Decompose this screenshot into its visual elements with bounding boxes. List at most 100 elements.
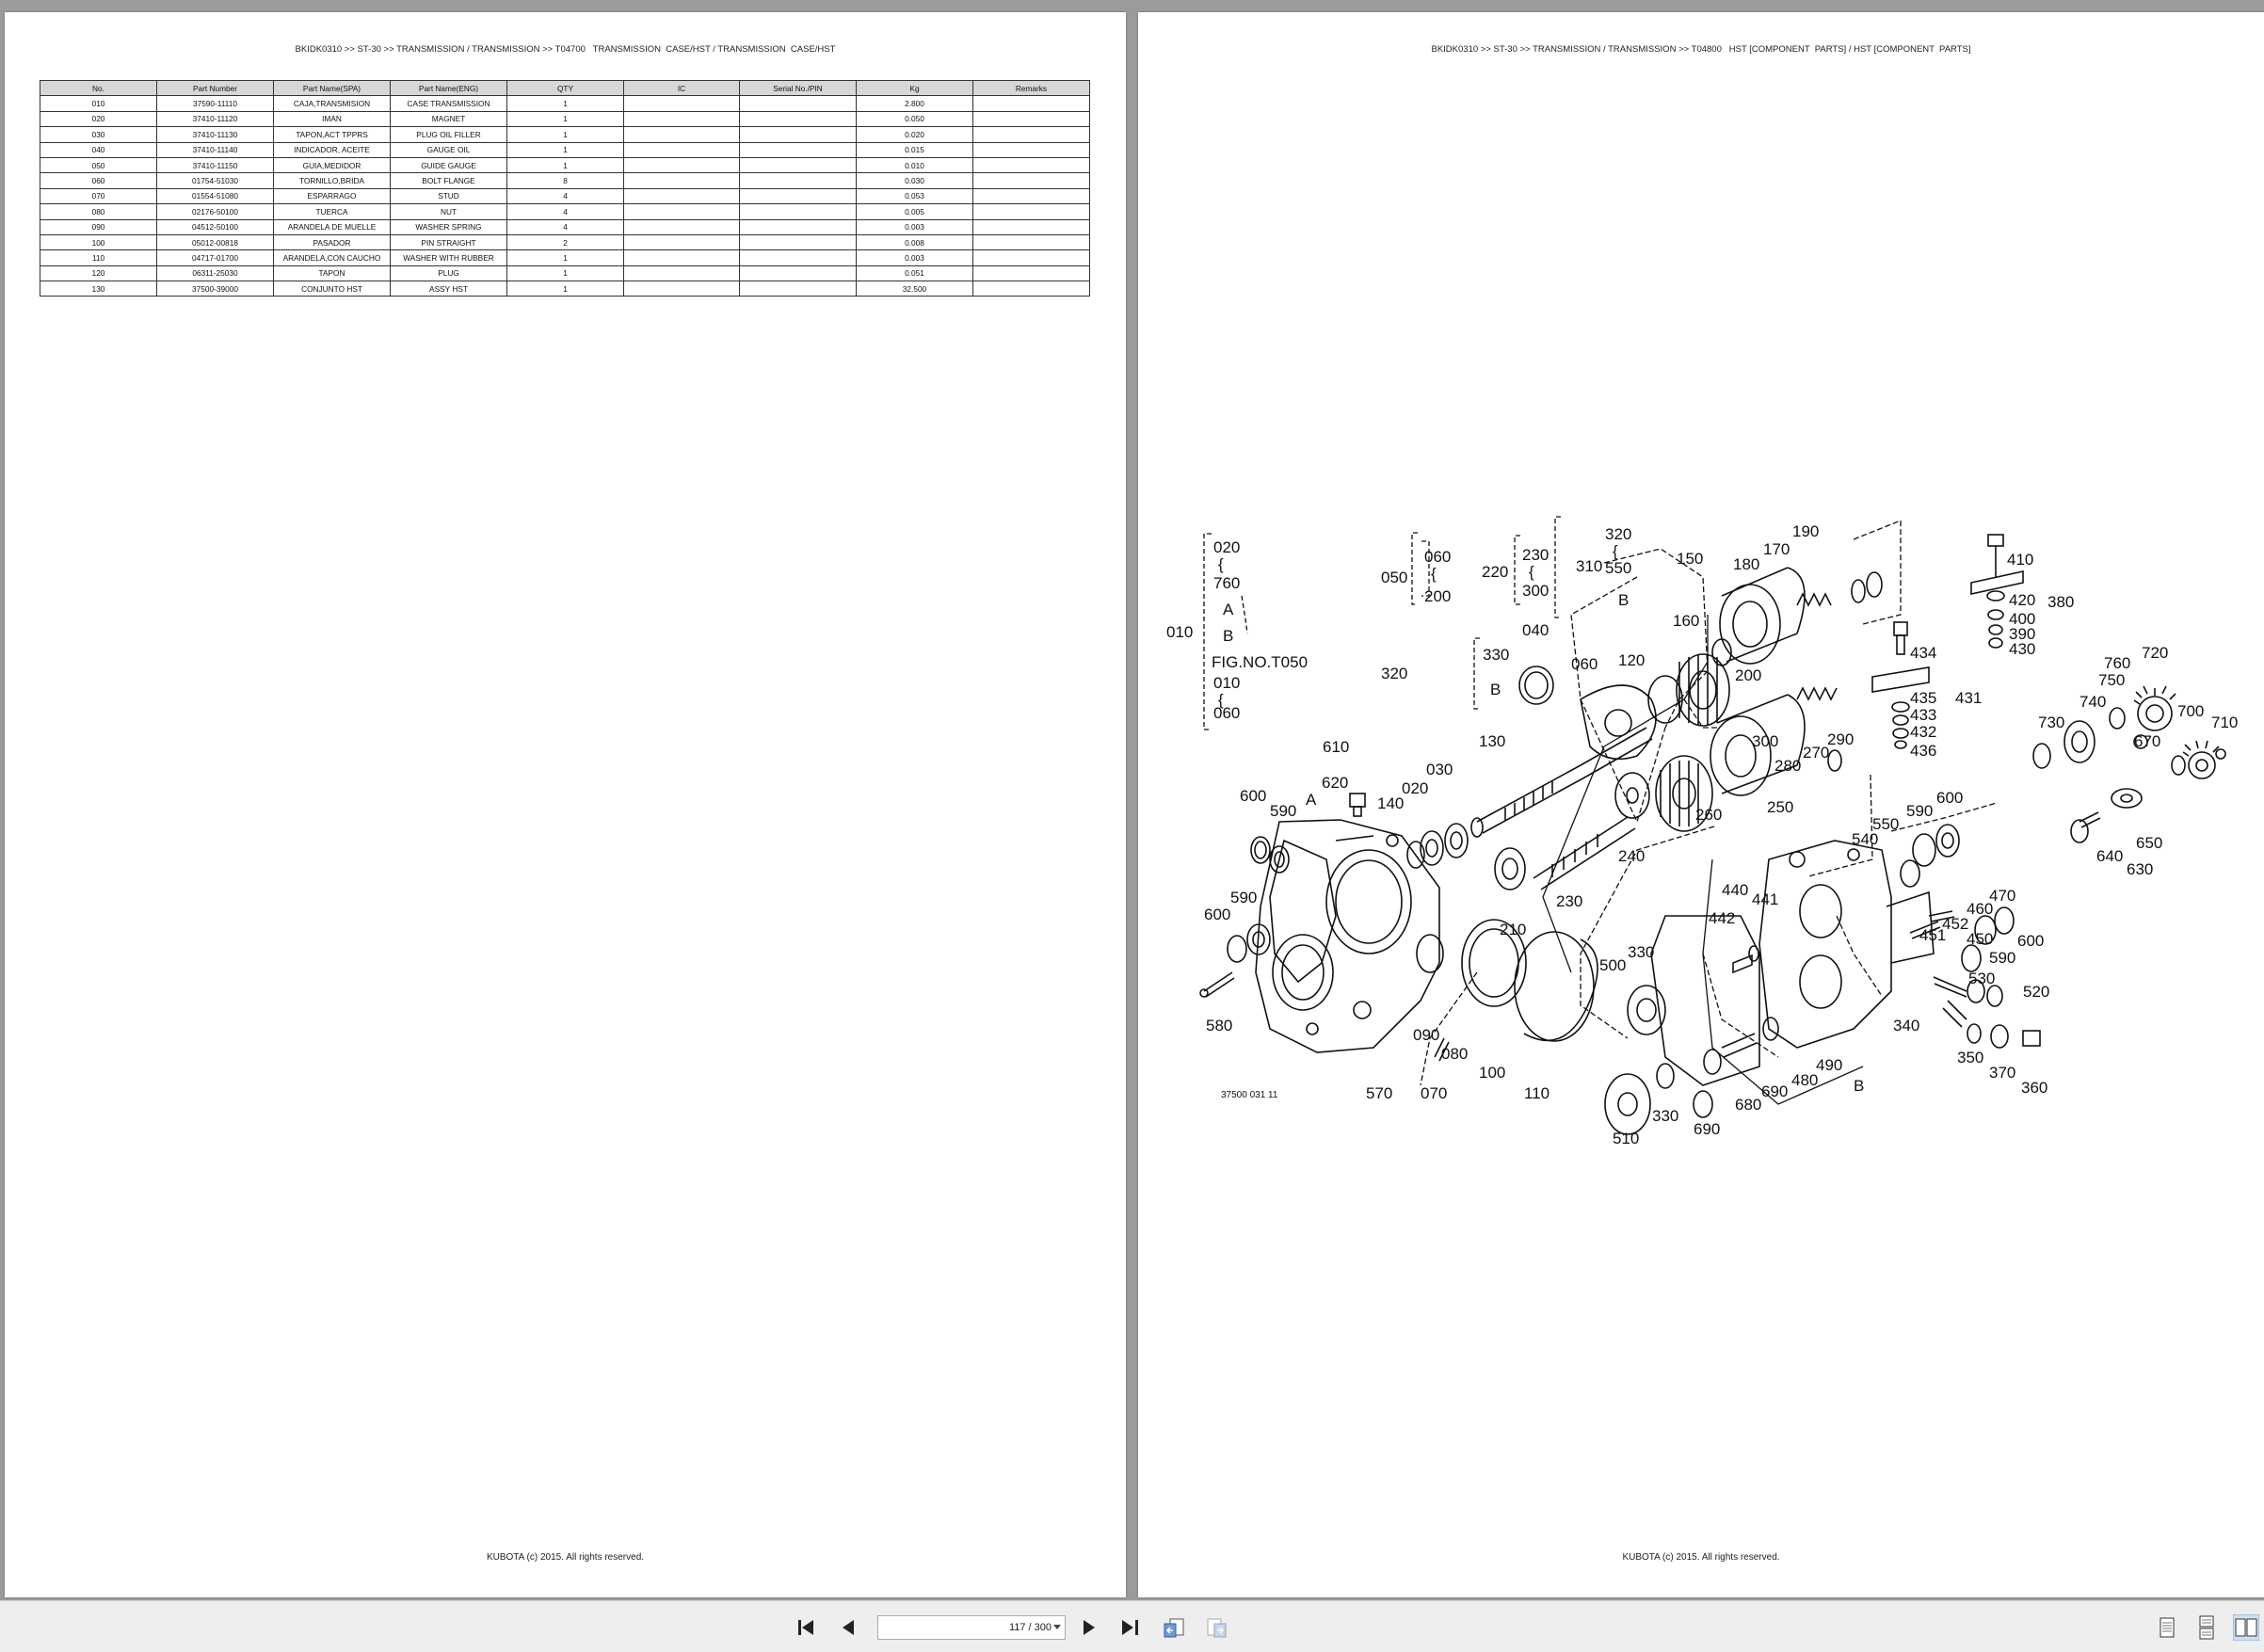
- two-page-view-button[interactable]: [2233, 1614, 2259, 1641]
- part-label-290[interactable]: 290: [1827, 730, 1854, 748]
- part-label-440[interactable]: 440: [1722, 881, 1748, 899]
- next-page-button[interactable]: [1077, 1615, 1101, 1640]
- part-label-710[interactable]: 710: [2211, 714, 2238, 731]
- part-label-730[interactable]: 730: [2038, 714, 2064, 731]
- part-label-650[interactable]: 650: [2136, 834, 2162, 852]
- part-label-480[interactable]: 480: [1791, 1071, 1818, 1089]
- part-label-160[interactable]: 160: [1673, 612, 1699, 630]
- part-label-434[interactable]: 434: [1910, 644, 1936, 662]
- part-label-080[interactable]: 080: [1441, 1045, 1468, 1063]
- part-label-431[interactable]: 431: [1955, 689, 1982, 707]
- part-label-450[interactable]: 450: [1967, 930, 1993, 948]
- part-label-452[interactable]: 452: [1942, 915, 1968, 933]
- part-label-090[interactable]: 090: [1413, 1026, 1439, 1044]
- part-label-030[interactable]: 030: [1426, 761, 1453, 778]
- part-label-590[interactable]: 590: [1230, 889, 1257, 906]
- part-label-720[interactable]: 720: [2142, 644, 2168, 662]
- part-label-330[interactable]: 330: [1652, 1107, 1678, 1125]
- part-label-540[interactable]: 540: [1852, 830, 1878, 848]
- part-label-180[interactable]: 180: [1733, 555, 1759, 573]
- page-number-field[interactable]: 117 / 300: [877, 1615, 1066, 1640]
- part-label-130[interactable]: 130: [1479, 732, 1505, 750]
- part-label-260[interactable]: 260: [1695, 806, 1722, 824]
- part-label-170[interactable]: 170: [1763, 540, 1790, 558]
- part-label-750[interactable]: 750: [2098, 671, 2125, 689]
- part-label-120[interactable]: 120: [1618, 651, 1645, 669]
- go-forward-button[interactable]: [1205, 1615, 1229, 1640]
- part-label-420[interactable]: 420: [2009, 591, 2035, 609]
- part-label-441[interactable]: 441: [1752, 890, 1778, 908]
- part-label-640[interactable]: 640: [2096, 847, 2123, 865]
- part-label-530[interactable]: 530: [1968, 970, 1995, 987]
- part-label-700[interactable]: 700: [2177, 702, 2204, 720]
- part-label-690[interactable]: 690: [1761, 1083, 1788, 1100]
- part-label-060[interactable]: 060: [1571, 655, 1598, 673]
- part-label-550[interactable]: 550: [1872, 815, 1899, 833]
- part-label-B[interactable]: B: [1854, 1077, 1864, 1095]
- part-label-600[interactable]: 600: [1204, 906, 1230, 923]
- part-label-433[interactable]: 433: [1910, 706, 1936, 724]
- part-label-050[interactable]: 050: [1381, 569, 1407, 586]
- part-label-520[interactable]: 520: [2023, 983, 2049, 1001]
- part-label-280[interactable]: 280: [1774, 757, 1801, 775]
- part-label-190[interactable]: 190: [1792, 522, 1819, 540]
- part-label-300[interactable]: 300: [1752, 732, 1778, 750]
- first-page-button[interactable]: [795, 1615, 819, 1640]
- continuous-view-button[interactable]: [2193, 1614, 2220, 1641]
- part-label-590[interactable]: 590: [1270, 802, 1296, 820]
- part-label-370[interactable]: 370: [1989, 1064, 2015, 1082]
- part-label-590[interactable]: 590: [1906, 802, 1933, 820]
- part-label-600[interactable]: 600: [1240, 787, 1266, 805]
- part-label-040[interactable]: 040: [1522, 621, 1549, 639]
- part-label-470[interactable]: 470: [1989, 887, 2015, 905]
- single-page-view-button[interactable]: [2154, 1614, 2180, 1641]
- part-label-500[interactable]: 500: [1599, 956, 1626, 974]
- part-label-432[interactable]: 432: [1910, 723, 1936, 741]
- part-label-350[interactable]: 350: [1957, 1049, 1983, 1067]
- part-label-442[interactable]: 442: [1709, 909, 1735, 927]
- part-label-510[interactable]: 510: [1613, 1130, 1639, 1147]
- part-label-760[interactable]: 760: [2104, 654, 2130, 672]
- part-label-340[interactable]: 340: [1893, 1017, 1919, 1035]
- part-label-360[interactable]: 360: [2021, 1079, 2047, 1097]
- part-label-590[interactable]: 590: [1989, 949, 2015, 967]
- part-label-330[interactable]: 330: [1628, 943, 1654, 961]
- part-label-600[interactable]: 600: [2017, 932, 2044, 950]
- part-label-690[interactable]: 690: [1694, 1120, 1720, 1138]
- part-label-430[interactable]: 430: [2009, 640, 2035, 658]
- part-label-010[interactable]: 010: [1166, 623, 1193, 641]
- part-label-620[interactable]: 620: [1322, 774, 1348, 792]
- part-label-400[interactable]: 400: [2009, 610, 2035, 628]
- part-label-110[interactable]: 110: [1524, 1084, 1549, 1102]
- part-label-435[interactable]: 435: [1910, 689, 1936, 707]
- part-label-390[interactable]: 390: [2009, 625, 2035, 643]
- part-label-580[interactable]: 580: [1206, 1017, 1232, 1035]
- part-label-740[interactable]: 740: [2079, 693, 2106, 711]
- part-label-220[interactable]: 220: [1482, 563, 1508, 581]
- part-label-610[interactable]: 610: [1323, 738, 1349, 756]
- part-label-100[interactable]: 100: [1479, 1064, 1505, 1082]
- part-label-A[interactable]: A: [1306, 791, 1317, 809]
- part-label-270[interactable]: 270: [1803, 744, 1829, 762]
- part-label-070[interactable]: 070: [1421, 1084, 1447, 1102]
- previous-page-button[interactable]: [836, 1615, 860, 1640]
- part-label-320[interactable]: 320: [1381, 665, 1407, 682]
- part-label-230[interactable]: 230: [1556, 892, 1582, 910]
- part-label-020[interactable]: 020: [1402, 779, 1428, 797]
- part-label-380[interactable]: 380: [2047, 593, 2074, 611]
- part-label-210[interactable]: 210: [1500, 921, 1526, 938]
- part-label-436[interactable]: 436: [1910, 742, 1936, 760]
- part-label-150[interactable]: 150: [1677, 550, 1703, 568]
- part-label-250[interactable]: 250: [1767, 798, 1793, 816]
- part-label-460[interactable]: 460: [1967, 900, 1993, 918]
- part-label-240[interactable]: 240: [1618, 847, 1645, 865]
- part-label-680[interactable]: 680: [1735, 1096, 1761, 1114]
- part-label-570[interactable]: 570: [1366, 1084, 1392, 1102]
- part-label-490[interactable]: 490: [1816, 1056, 1842, 1074]
- part-label-600[interactable]: 600: [1936, 789, 1963, 807]
- part-label-140[interactable]: 140: [1377, 794, 1404, 812]
- part-label-670[interactable]: 670: [2134, 732, 2160, 750]
- part-label-630[interactable]: 630: [2127, 860, 2153, 878]
- part-label-410[interactable]: 410: [2007, 551, 2033, 569]
- part-label-451[interactable]: 451: [1919, 926, 1946, 944]
